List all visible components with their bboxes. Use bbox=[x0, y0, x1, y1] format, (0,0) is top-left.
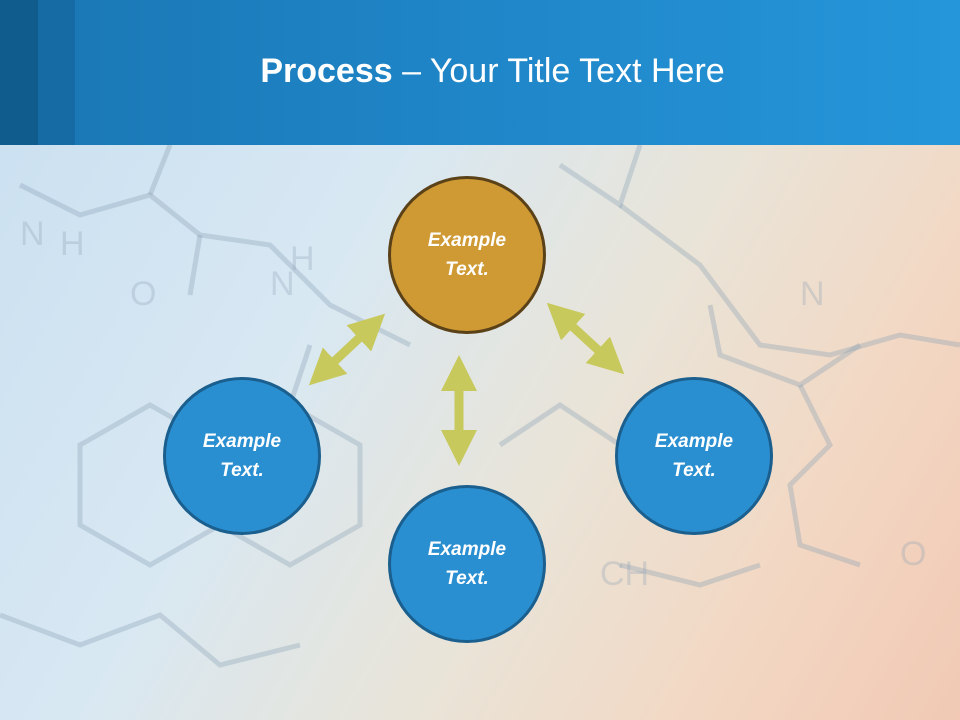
connector-top-right bbox=[546, 302, 625, 375]
title-bold: Process bbox=[260, 52, 393, 90]
process-node-bottom[interactable]: Example Text. bbox=[388, 485, 546, 643]
svg-text:N: N bbox=[800, 275, 825, 313]
svg-text:CH: CH bbox=[600, 555, 649, 593]
node-top-line1: Example bbox=[427, 230, 507, 251]
node-right-line2: Text. bbox=[672, 460, 716, 481]
title-rest: – Your Title Text Here bbox=[392, 52, 725, 90]
svg-text:H: H bbox=[60, 225, 85, 263]
header-stripe-dark bbox=[0, 0, 38, 145]
header-bar bbox=[0, 0, 960, 145]
molecule-background: H N O N H N O CH bbox=[0, 145, 960, 668]
node-top-line2: Text. bbox=[445, 259, 489, 280]
svg-text:N: N bbox=[20, 215, 45, 253]
node-bottom-line2: Text. bbox=[445, 568, 489, 589]
svg-text:O: O bbox=[130, 275, 156, 313]
node-left-line1: Example bbox=[202, 431, 282, 452]
slide-title: Process – Your Title Text Here bbox=[0, 52, 960, 91]
process-node-left[interactable]: Example Text. bbox=[163, 377, 321, 535]
connector-top-left bbox=[308, 313, 386, 386]
svg-text:N: N bbox=[270, 265, 295, 303]
svg-text:H: H bbox=[290, 240, 315, 278]
process-node-top[interactable]: Example Text. bbox=[388, 176, 546, 334]
node-right-line1: Example bbox=[654, 431, 734, 452]
header-stripe-medium bbox=[38, 0, 75, 145]
node-bottom-line1: Example bbox=[427, 539, 507, 560]
process-node-right[interactable]: Example Text. bbox=[615, 377, 773, 535]
node-left-line2: Text. bbox=[220, 460, 264, 481]
svg-text:O: O bbox=[900, 535, 926, 573]
